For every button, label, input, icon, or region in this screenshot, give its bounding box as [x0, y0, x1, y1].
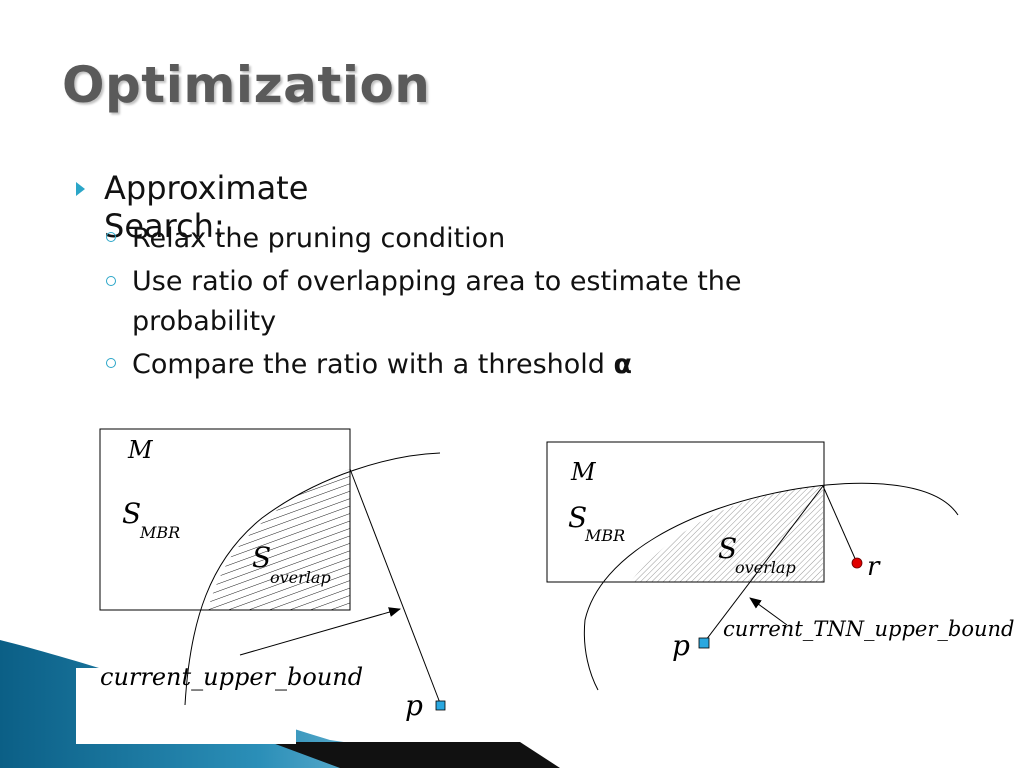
right-mbr-rect [546, 441, 825, 583]
right-label-r: r [867, 552, 881, 582]
left-bound-arrow [239, 607, 401, 656]
right-label-s: S [568, 501, 587, 534]
bullet-approximate-search: Approximate Search: [104, 169, 309, 245]
slide-title: Optimization [62, 56, 431, 114]
left-overlap-region [208, 469, 350, 610]
right-label-m: M [570, 458, 597, 486]
right-label-p: p [672, 629, 690, 662]
white-panel [76, 668, 296, 744]
black-swoosh [270, 742, 560, 768]
sub-bullet-compare: Compare the ratio with a threshold α [132, 345, 892, 385]
right-point-r [851, 557, 863, 569]
left-radius-line [349, 468, 441, 704]
right-label-overlap: S [718, 532, 737, 565]
left-label-s-sub: MBR [139, 523, 180, 542]
right-point-p [698, 637, 710, 649]
right-radius-to-p [705, 485, 824, 641]
sub-bullet-compare-text: Compare the ratio with a threshold [132, 349, 614, 380]
right-overlap-region [630, 486, 823, 582]
sub-bullet-ratio-line2: probability [132, 306, 277, 337]
left-label-overlap-sub: overlap [270, 568, 331, 587]
circle-bullet-icon [106, 276, 116, 286]
left-label-m: M [127, 436, 154, 464]
circle-bullet-icon [106, 232, 116, 242]
alpha-symbol: α [613, 349, 633, 380]
left-label-p: p [405, 689, 423, 722]
sub-bullet-ratio-line1: Use ratio of overlapping area to estimat… [132, 266, 742, 297]
left-mbr-rect [99, 428, 351, 611]
left-diagram: M S MBR S overlap current_upper_bound p [99, 428, 446, 722]
right-radius-to-r [822, 485, 858, 564]
left-label-overlap: S [252, 541, 271, 574]
left-label-bound: current_upper_bound [100, 663, 363, 691]
right-circle-arc [583, 482, 959, 691]
right-label-overlap-sub: overlap [735, 558, 796, 577]
triangle-bullet-icon [76, 182, 85, 196]
left-point-p [435, 700, 446, 711]
right-bound-arrow [749, 597, 788, 626]
circle-bullet-icon [106, 358, 116, 368]
right-label-s-sub: MBR [584, 526, 625, 545]
right-diagram: M S MBR S overlap current_TNN_upper_boun… [546, 441, 1014, 691]
sub-bullet-relax: Relax the pruning condition [132, 223, 506, 254]
left-label-s: S [122, 497, 141, 530]
left-circle-arc [184, 452, 441, 706]
right-label-bound: current_TNN_upper_bound [723, 617, 1014, 641]
